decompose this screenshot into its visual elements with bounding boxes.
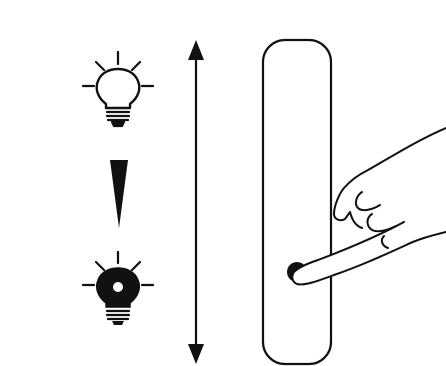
- finger-pressing-icon: [291, 127, 446, 286]
- lightbulb-filled-icon: [81, 250, 155, 325]
- dimmer-switch-panel: [261, 38, 333, 366]
- lightbulb-outline-icon: [81, 50, 155, 128]
- downward-wedge-icon: [110, 160, 128, 228]
- double-arrow-icon: [188, 40, 204, 364]
